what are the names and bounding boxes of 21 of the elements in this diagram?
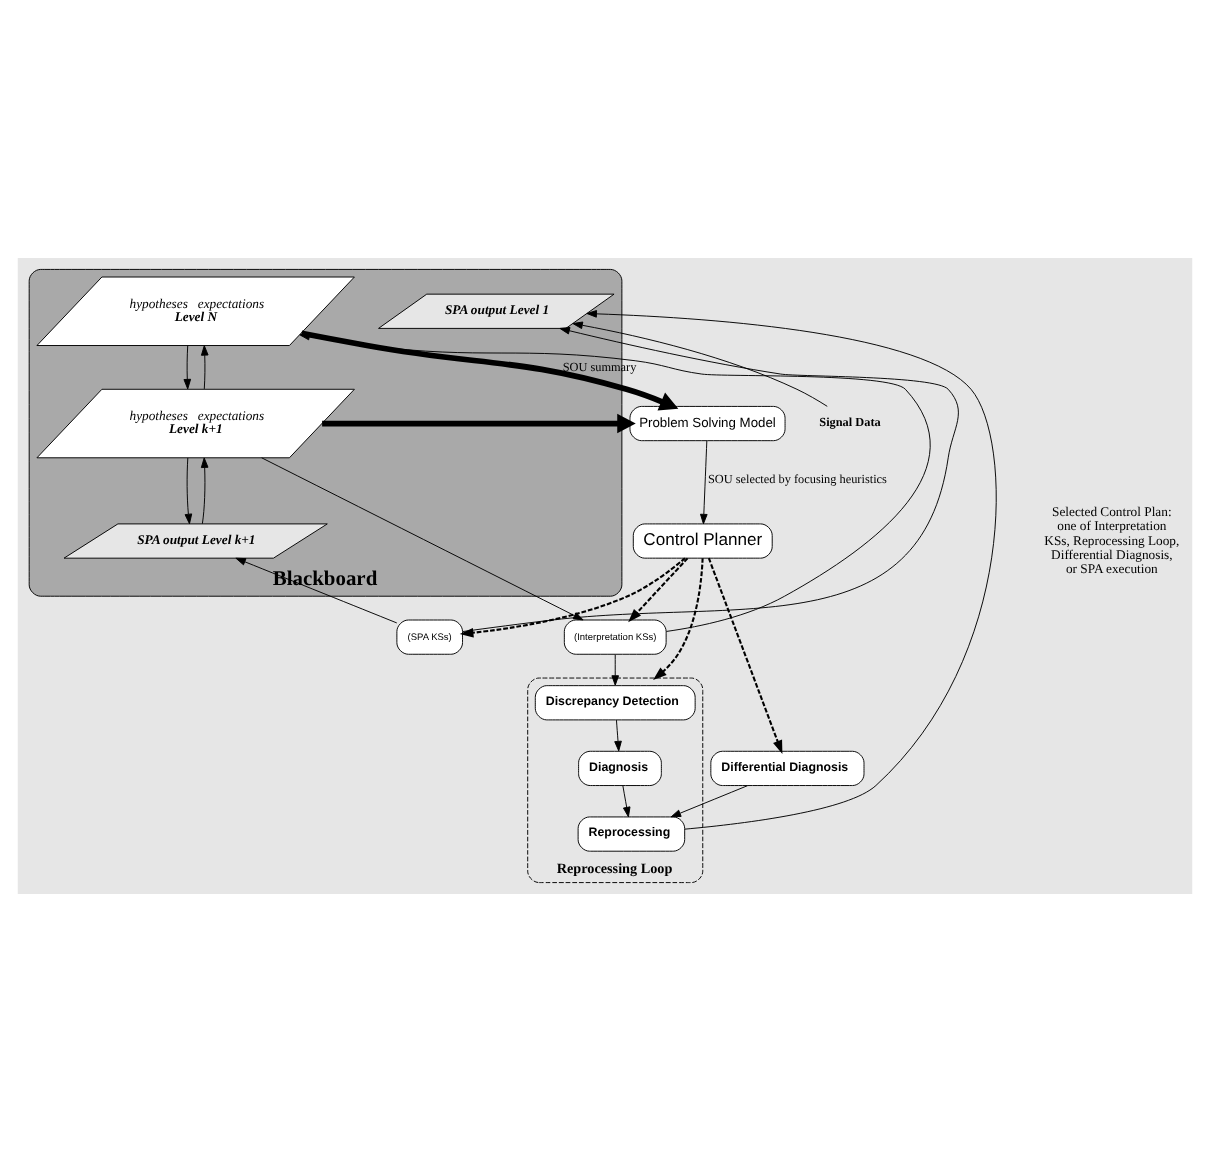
arrow	[611, 653, 620, 685]
arrow	[653, 557, 704, 680]
arrow	[707, 556, 783, 754]
arrow	[299, 331, 931, 631]
arrow	[572, 320, 828, 406]
arrow	[462, 325, 959, 632]
arrow	[200, 344, 209, 389]
arrow	[261, 456, 584, 620]
arrow	[322, 412, 636, 433]
arrow	[200, 456, 209, 524]
arrow	[301, 329, 679, 410]
arrow	[183, 344, 192, 389]
arrow	[628, 556, 689, 622]
node-box: Control Planner	[632, 522, 773, 558]
arrow	[670, 784, 749, 817]
arrow	[586, 309, 997, 829]
arrow	[700, 439, 708, 524]
arrow	[459, 556, 686, 637]
arrow	[184, 456, 193, 524]
arrow	[614, 718, 622, 751]
arrow	[622, 784, 631, 817]
